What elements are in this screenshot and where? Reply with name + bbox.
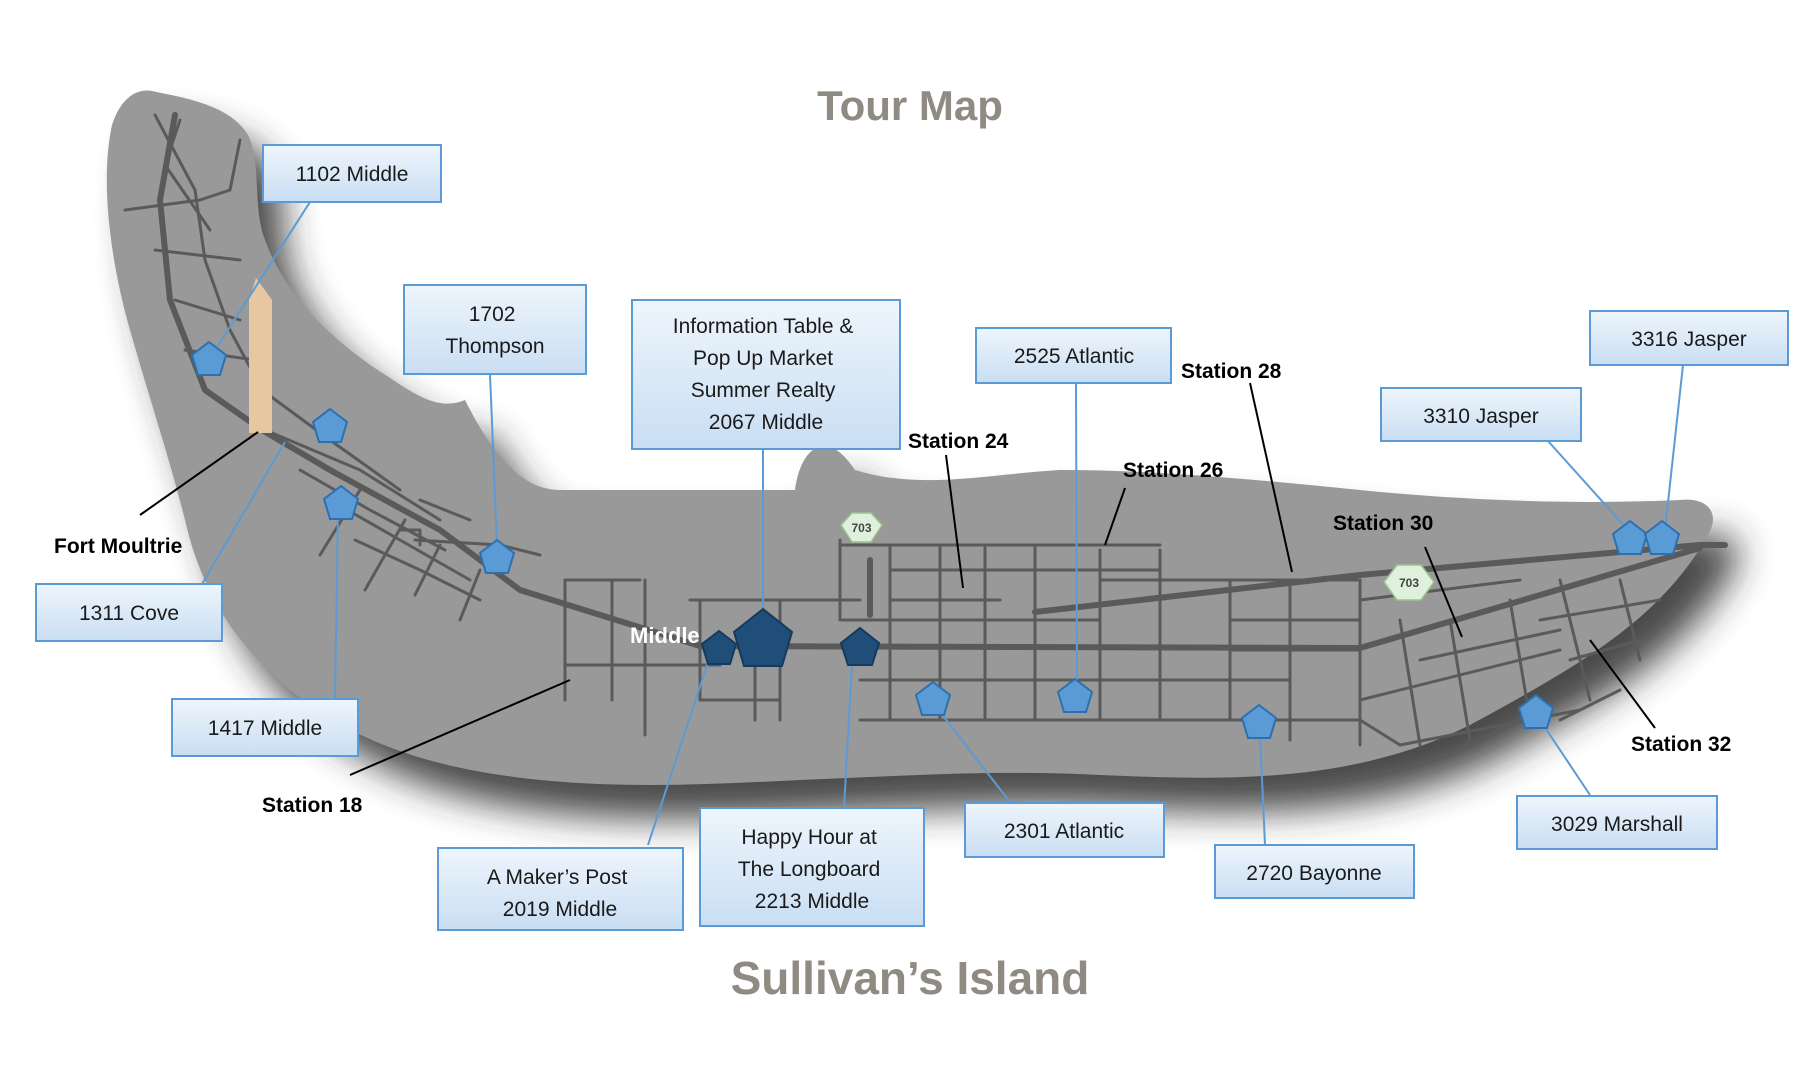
callout-line: Thompson xyxy=(445,335,544,358)
fort-moultrie-shape xyxy=(249,278,272,433)
callout-line: 2213 Middle xyxy=(755,890,869,913)
callout-3310-jasper[interactable]: 3310 Jasper xyxy=(1380,387,1582,442)
marker-happy-hour[interactable] xyxy=(839,626,881,666)
marker-2301-atlantic[interactable] xyxy=(914,680,952,716)
callout-2301-atlantic[interactable]: 2301 Atlantic xyxy=(964,802,1165,858)
callout-line: Pop Up Market xyxy=(693,347,833,370)
callout-line: 1702 xyxy=(469,303,516,326)
svg-text:3029 Marshall: 3029 Marshall xyxy=(1551,813,1683,836)
marker-3316-jasper[interactable] xyxy=(1643,519,1681,555)
callout-line: 2019 Middle xyxy=(503,898,617,921)
callout-line: 2067 Middle xyxy=(709,411,823,434)
callout-line: 1417 Middle xyxy=(208,717,322,740)
island-name: Sullivan’s Island xyxy=(731,952,1090,1004)
callout-line: A Maker’s Post xyxy=(487,866,628,889)
route-shield-label: 703 xyxy=(851,521,871,535)
callout-line: 3316 Jasper xyxy=(1631,328,1747,351)
svg-text:2301 Atlantic: 2301 Atlantic xyxy=(1004,820,1124,843)
callout-1311-cove[interactable]: 1311 Cove xyxy=(35,583,223,642)
callout-line: 2301 Atlantic xyxy=(1004,820,1124,843)
callout-2525-atlantic[interactable]: 2525 Atlantic xyxy=(975,327,1172,384)
marker-1417-middle[interactable] xyxy=(322,484,360,520)
route-shield-label: 703 xyxy=(1399,576,1419,590)
svg-text:Information Table & Po: Information Table & Pop Up Market Summer… xyxy=(673,315,859,434)
label-station-32: Station 32 xyxy=(1631,733,1731,756)
marker-3310-jasper[interactable] xyxy=(1611,519,1649,555)
street-label-middle: Middle xyxy=(630,623,700,648)
callout-line: 2720 Bayonne xyxy=(1246,862,1381,885)
svg-text:2525 Atlantic: 2525 Atlantic xyxy=(1014,345,1134,368)
callout-line: Happy Hour at xyxy=(741,826,877,849)
marker-makers-post[interactable] xyxy=(700,629,738,665)
callout-1417-middle[interactable]: 1417 Middle xyxy=(171,698,359,757)
callout-information-table[interactable]: Information Table & Pop Up Market Summer… xyxy=(631,299,901,450)
svg-text:1311 Cove: 1311 Cove xyxy=(79,602,179,625)
callout-1102-middle[interactable]: 1102 Middle xyxy=(262,144,442,203)
svg-text:A Maker’s Post 2019 Mi: A Maker’s Post 2019 Middle xyxy=(487,866,633,921)
map-title: Tour Map xyxy=(817,82,1003,129)
marker-information-table[interactable] xyxy=(732,607,794,667)
svg-text:1102 Middle: 1102 Middle xyxy=(296,163,409,186)
callout-line: 3310 Jasper xyxy=(1423,405,1539,428)
label-station-24: Station 24 xyxy=(908,430,1009,453)
svg-text:2720 Bayonne: 2720 Bayonne xyxy=(1246,862,1381,885)
callout-boxes: 1102 Middle 1702 Thompson Information Ta… xyxy=(35,144,1789,931)
callout-line: 1102 Middle xyxy=(296,163,409,186)
label-fort-moultrie: Fort Moultrie xyxy=(54,535,182,558)
callout-line: Summer Realty xyxy=(691,379,836,402)
callout-line: 2525 Atlantic xyxy=(1014,345,1134,368)
route-shield-703: 703 xyxy=(1383,564,1435,601)
marker-1102-middle[interactable] xyxy=(190,340,228,376)
callout-line: Information Table & xyxy=(673,315,854,338)
marker-1311-cove[interactable] xyxy=(311,407,349,443)
marker-2525-atlantic[interactable] xyxy=(1056,677,1094,713)
callout-3029-marshall[interactable]: 3029 Marshall xyxy=(1516,795,1718,850)
callout-happy-hour[interactable]: Happy Hour at The Longboard 2213 Middle xyxy=(699,807,925,927)
label-station-28: Station 28 xyxy=(1181,360,1282,383)
callout-3316-jasper[interactable]: 3316 Jasper xyxy=(1589,310,1789,366)
island-shape xyxy=(106,90,1713,785)
callout-1702-thompson[interactable]: 1702 Thompson xyxy=(403,284,587,375)
svg-text:Happy Hour at The Long: Happy Hour at The Longboard 2213 Middle xyxy=(738,826,886,913)
callout-line: 1311 Cove xyxy=(79,602,179,625)
callout-line: The Longboard xyxy=(738,858,880,881)
svg-text:1417 Middle: 1417 Middle xyxy=(208,717,322,740)
marker-3029-marshall[interactable] xyxy=(1517,693,1555,729)
station-pointers xyxy=(139,382,1656,776)
label-station-18: Station 18 xyxy=(262,794,363,817)
label-station-26: Station 26 xyxy=(1123,459,1223,482)
svg-text:1702 Thompson: 1702 Thompson xyxy=(445,303,544,358)
svg-text:3310 Jasper: 3310 Jasper xyxy=(1423,405,1539,428)
route-shield-703: 703 xyxy=(840,512,883,543)
callout-2720-bayonne[interactable]: 2720 Bayonne xyxy=(1214,844,1415,899)
callout-line: 3029 Marshall xyxy=(1551,813,1683,836)
svg-text:3316 Jasper: 3316 Jasper xyxy=(1631,328,1747,351)
marker-2720-bayonne[interactable] xyxy=(1240,703,1278,739)
marker-1702-thompson[interactable] xyxy=(478,538,516,574)
label-station-30: Station 30 xyxy=(1333,512,1433,535)
callout-leaders xyxy=(201,201,1684,846)
tour-markers xyxy=(190,340,1681,739)
callout-makers-post[interactable]: A Maker’s Post 2019 Middle xyxy=(437,847,684,931)
